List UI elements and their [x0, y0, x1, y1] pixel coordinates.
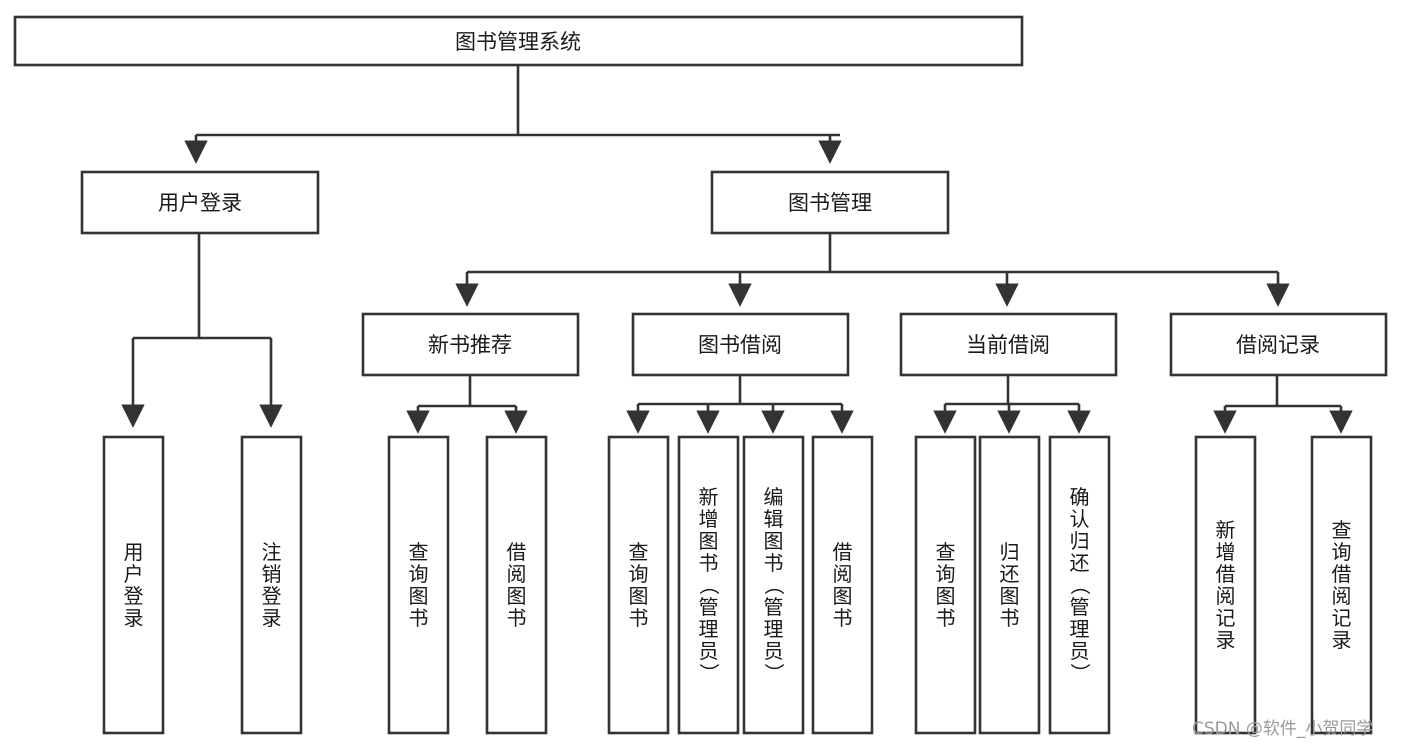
node-book-management-system[interactable]: 图书管理系统 — [13, 15, 1024, 67]
node-label: 当前借阅 — [966, 333, 1050, 357]
connectors-book-borrow-to-leaves — [626, 376, 854, 434]
leaf-node-borrow-book-2[interactable] — [811, 435, 874, 735]
node-label: 新书推荐 — [428, 333, 512, 357]
node-label: 图书借阅 — [698, 333, 782, 357]
leaf-node-confirm-return[interactable] — [1048, 435, 1111, 735]
leaf-node-user-login[interactable] — [102, 435, 165, 735]
leaf-node-add-record[interactable] — [1194, 435, 1257, 735]
leaf-node-return-book[interactable] — [978, 435, 1041, 735]
leaf-node-query-book-3[interactable] — [914, 435, 977, 735]
connectors-borrow-record-to-leaves — [1213, 376, 1353, 434]
node-borrow-record[interactable]: 借阅记录 — [1169, 312, 1388, 377]
connectors-user-login-to-leaves — [121, 234, 283, 428]
connectors-book-management-to-level3 — [455, 234, 1290, 307]
connectors-new-book-recommend-to-leaves — [406, 376, 528, 434]
leaf-node-query-book-2[interactable] — [607, 435, 670, 735]
leaf-node-logout-login[interactable] — [240, 435, 303, 735]
leaf-node-query-record[interactable] — [1310, 435, 1373, 735]
csdn-watermark: CSDN @软件_小贺同学 — [1192, 719, 1374, 739]
leaf-node-edit-book[interactable] — [742, 435, 805, 735]
node-label: 用户登录 — [158, 191, 242, 215]
leaf-node-borrow-book-1[interactable] — [485, 435, 548, 735]
node-new-book-recommend[interactable]: 新书推荐 — [361, 312, 580, 377]
node-label: 图书管理系统 — [455, 30, 581, 54]
connectors-current-borrow-to-leaves — [933, 376, 1091, 434]
leaf-node-add-book[interactable] — [677, 435, 740, 735]
node-label: 借阅记录 — [1236, 333, 1320, 357]
node-book-borrow[interactable]: 图书借阅 — [631, 312, 850, 377]
leaf-node-query-book-1[interactable] — [387, 435, 450, 735]
connectors-root-to-level2 — [184, 66, 842, 164]
node-user-login[interactable]: 用户登录 — [80, 170, 320, 235]
node-label: 图书管理 — [788, 191, 872, 215]
node-book-management[interactable]: 图书管理 — [710, 170, 950, 235]
node-current-borrow[interactable]: 当前借阅 — [899, 312, 1118, 377]
